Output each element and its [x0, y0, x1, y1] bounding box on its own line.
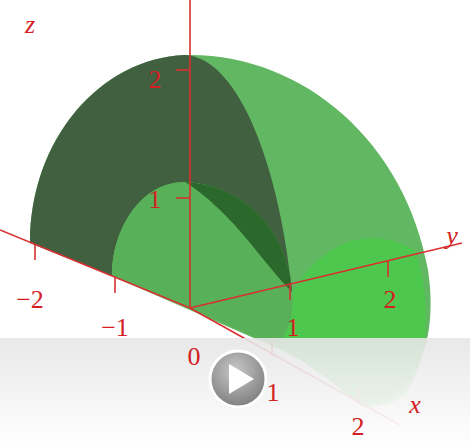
inner-cavity — [112, 182, 293, 346]
tick-label: −2 — [16, 287, 44, 313]
play-icon — [229, 364, 254, 394]
tick-label: 2 — [352, 414, 365, 440]
tick-label: 0 — [188, 344, 201, 370]
tick-label: 1 — [287, 315, 300, 341]
fade-band — [0, 338, 470, 446]
axis-name: x — [409, 392, 421, 418]
tick-label: 1 — [149, 187, 162, 213]
axis-name: z — [25, 12, 35, 38]
play-button — [210, 351, 266, 407]
tick-label: 2 — [384, 287, 397, 313]
inner-shadow — [185, 182, 292, 292]
axis-name: y — [446, 223, 458, 249]
tick-label: 1 — [267, 380, 280, 406]
tick-label: −1 — [101, 315, 129, 341]
tick-label: 2 — [149, 67, 162, 93]
